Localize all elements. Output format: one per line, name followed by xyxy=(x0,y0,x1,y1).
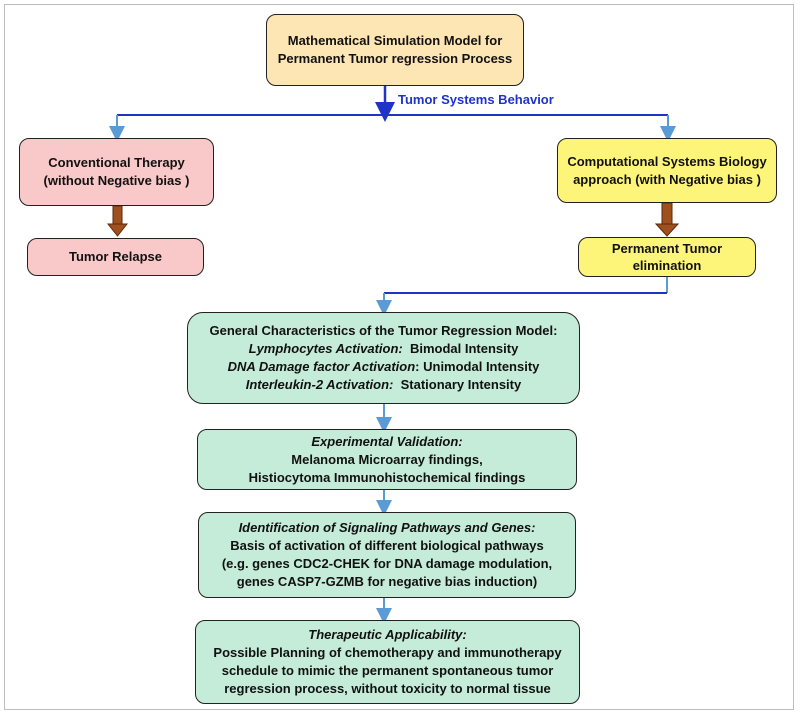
model-box-line1: Mathematical Simulation Model for xyxy=(287,33,503,48)
characteristics-title: General Characteristics of the Tumor Reg… xyxy=(209,323,558,338)
computational-box: Computational Systems Biology approach (… xyxy=(557,138,777,203)
characteristic-name: Interleukin-2 Activation: xyxy=(245,377,394,392)
characteristic-value: Stationary Intensity xyxy=(400,377,522,392)
validation-title-text: Experimental Validation: xyxy=(311,433,463,449)
validation-box: Experimental Validation: Melanoma Microa… xyxy=(197,429,577,490)
branch-label: Tumor Systems Behavior xyxy=(398,92,554,107)
elimination-box: Permanent Tumor elimination xyxy=(578,237,756,277)
therapeutic-line2: schedule to mimic the permanent spontane… xyxy=(221,663,554,678)
therapeutic-title: Therapeutic Applicability: xyxy=(308,626,466,644)
tumor-relapse-box: Tumor Relapse xyxy=(27,238,204,276)
conventional-line2: (without Negative bias ) xyxy=(43,173,190,188)
characteristics-box: General Characteristics of the Tumor Reg… xyxy=(187,312,580,404)
diagram-frame xyxy=(4,4,794,710)
therapeutic-line3: regression process, without toxicity to … xyxy=(224,681,551,696)
conventional-line1: Conventional Therapy xyxy=(48,155,185,170)
model-box: Mathematical Simulation Model for Perman… xyxy=(266,14,524,86)
pathways-line1: Basis of activation of different biologi… xyxy=(230,538,544,553)
computational-line1: Computational Systems Biology xyxy=(567,153,767,169)
therapeutic-box: Therapeutic Applicability: Possible Plan… xyxy=(195,620,580,704)
characteristic-value: Bimodal Intensity xyxy=(409,341,519,356)
pathways-title: Identification of Signaling Pathways and… xyxy=(239,519,536,537)
elimination-line2: elimination xyxy=(632,258,702,273)
elimination-line1: Permanent Tumor xyxy=(611,241,723,256)
validation-title: Experimental Validation: xyxy=(311,433,462,451)
characteristic-value: : Unimodal Intensity xyxy=(415,359,540,374)
validation-line2: Histiocytoma Immunohistochemical finding… xyxy=(248,469,526,485)
therapeutic-title-text: Therapeutic Applicability: xyxy=(308,627,467,642)
thick-arrow-computational xyxy=(654,202,680,237)
model-box-line2: Permanent Tumor regression Process xyxy=(277,51,513,66)
thick-arrow-conventional xyxy=(106,205,129,237)
characteristic-name: Lymphocytes Activation: xyxy=(248,341,403,356)
tumor-relapse-label: Tumor Relapse xyxy=(69,249,162,264)
pathways-line2: (e.g. genes CDC2-CHEK for DNA damage mod… xyxy=(221,556,553,571)
pathways-line3: genes CASP7-GZMB for negative bias induc… xyxy=(236,574,538,589)
conventional-therapy-box: Conventional Therapy (without Negative b… xyxy=(19,138,214,206)
characteristic-name: DNA Damage factor Activation xyxy=(227,359,416,374)
pathways-box: Identification of Signaling Pathways and… xyxy=(198,512,576,598)
validation-line1: Melanoma Microarray findings, xyxy=(291,451,483,467)
pathways-title-text: Identification of Signaling Pathways and… xyxy=(238,520,536,535)
computational-line2: approach (with Negative bias ) xyxy=(573,171,761,187)
characteristic-row: Interleukin-2 Activation: Stationary Int… xyxy=(246,376,521,394)
characteristic-row: Lymphocytes Activation: Bimodal Intensit… xyxy=(249,340,519,358)
characteristic-row: DNA Damage factor Activation: Unimodal I… xyxy=(228,358,540,376)
therapeutic-line1: Possible Planning of chemotherapy and im… xyxy=(213,645,562,660)
